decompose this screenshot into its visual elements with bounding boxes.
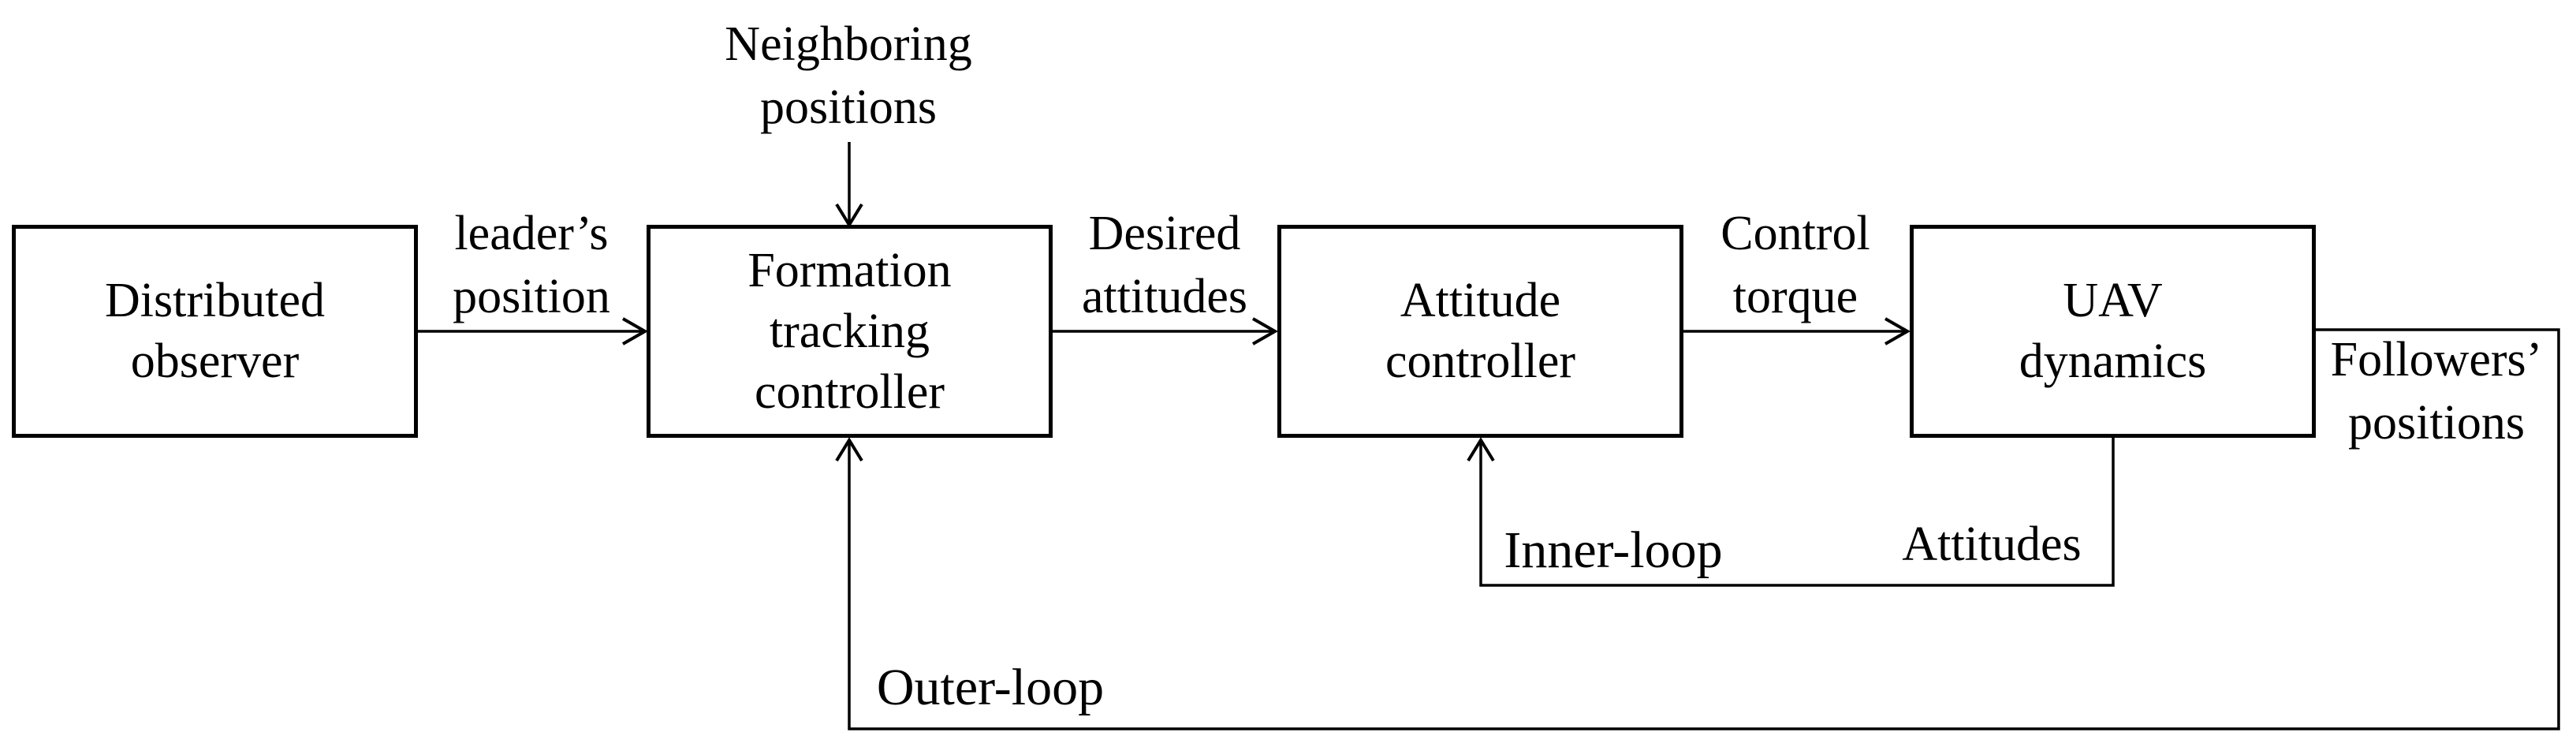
label-desired-attitudes-line1: Desired [1088,207,1241,260]
label-leaders-position-line2: position [453,270,610,323]
box-distributed-observer: Distributed observer [12,225,418,438]
label-control-torque: Control torque [1720,202,1870,328]
label-followers-positions: Followers’ positions [2331,328,2543,454]
arrowhead-up-into-formation-bottom [835,437,863,462]
box-uav-dynamics-line2: dynamics [2019,334,2207,388]
label-control-torque-line1: Control [1720,207,1870,260]
box-attitude-controller: Attitude controller [1277,225,1683,438]
arrowhead-up-into-attitude-bottom [1467,437,1495,462]
box-attitude-controller-line1: Attitude [1400,274,1561,327]
box-uav-dynamics-line1: UAV [2063,274,2163,327]
label-desired-attitudes: Desired attitudes [1082,202,1247,328]
label-neighboring-positions-line2: positions [760,80,937,134]
label-followers-positions-line2: positions [2348,396,2525,450]
label-neighboring-positions: Neighboring positions [725,13,971,139]
box-distributed-observer-line2: observer [130,334,300,388]
box-formation-tracking-controller-line1: Formation [747,243,952,297]
label-outer-loop: Outer-loop [876,659,1105,716]
label-neighboring-positions-line1: Neighboring [725,17,972,71]
arrowhead-right-into-attitude [1252,317,1279,345]
arrowhead-right-into-uav [1884,317,1911,345]
label-desired-attitudes-line2: attitudes [1081,270,1248,323]
box-uav-dynamics: UAV dynamics [1910,225,2316,438]
label-leaders-position: leader’s position [453,202,610,328]
box-formation-tracking-controller-line3: controller [754,364,945,419]
wire-inner-loop [1479,438,2115,587]
label-followers-positions-line1: Followers’ [2330,333,2543,387]
box-distributed-observer-line1: Distributed [105,274,325,327]
label-inner-loop: Inner-loop [1504,521,1723,579]
label-attitudes-feedback: Attitudes [1902,517,2082,571]
box-formation-tracking-controller-line2: tracking [769,304,930,358]
box-formation-tracking-controller: Formation tracking controller [647,225,1053,438]
label-leaders-position-line1: leader’s [454,207,609,260]
box-attitude-controller-line2: controller [1385,334,1575,388]
wire-outer-loop [848,328,2560,730]
label-control-torque-line2: torque [1732,270,1858,323]
arrowhead-right-into-formation [622,317,649,345]
